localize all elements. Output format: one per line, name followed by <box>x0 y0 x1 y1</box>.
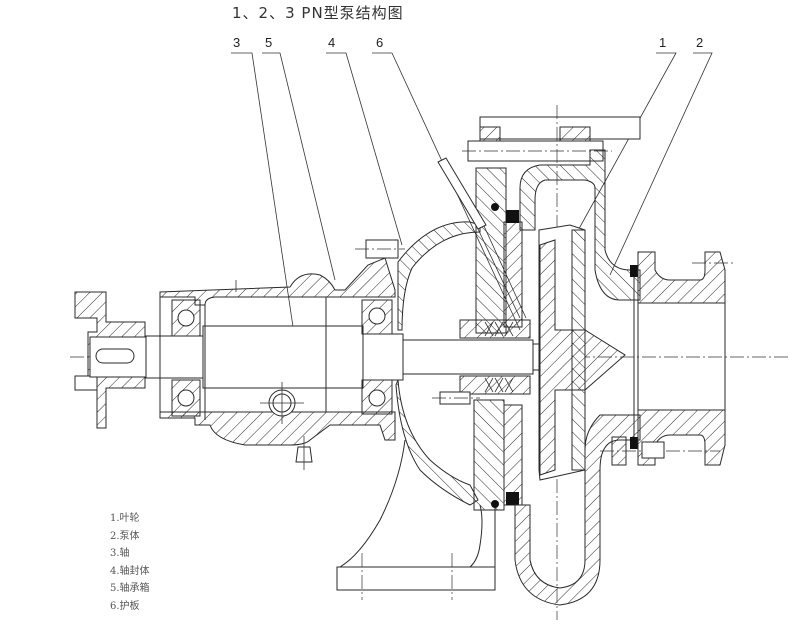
legend-item: 5.轴承箱 <box>110 583 150 594</box>
callout-5: 5 <box>262 35 336 281</box>
outlet-pipe <box>600 251 735 466</box>
callout-label: 1 <box>659 35 666 50</box>
leader-line <box>609 52 713 276</box>
legend-item: 2.泵体 <box>110 530 140 542</box>
frame-plate-liner <box>462 105 641 620</box>
leader-line <box>231 52 296 341</box>
impeller <box>538 224 626 481</box>
callout-4: 4 <box>326 35 403 246</box>
callout-label: 4 <box>328 35 335 50</box>
callout-label: 2 <box>696 35 703 50</box>
callout-label: 5 <box>265 35 272 50</box>
drawing-title: 1、2、3 PN型泵结构图 <box>232 4 404 22</box>
leader-line <box>262 52 336 281</box>
coupling <box>74 291 147 429</box>
callout-2: 2 <box>609 35 713 276</box>
legend-item: 4.轴封体 <box>110 565 150 577</box>
bearing-housing <box>159 239 405 470</box>
seal-housing <box>432 167 531 511</box>
parts-legend: 1.叶轮 2.泵体 3.轴 4.轴封体 5.轴承箱 6.护板 <box>110 510 150 615</box>
pump-casing <box>514 149 641 606</box>
legend-item: 1.叶轮 <box>110 513 140 524</box>
callout-label: 3 <box>233 35 240 50</box>
grease-pipe <box>437 157 527 319</box>
leader-line <box>326 52 403 246</box>
callout-3: 3 <box>231 35 296 341</box>
seal-body <box>336 221 496 600</box>
legend-item: 3.轴 <box>110 548 130 559</box>
legend-item: 6.护板 <box>110 600 140 612</box>
callout-label: 6 <box>376 35 383 50</box>
